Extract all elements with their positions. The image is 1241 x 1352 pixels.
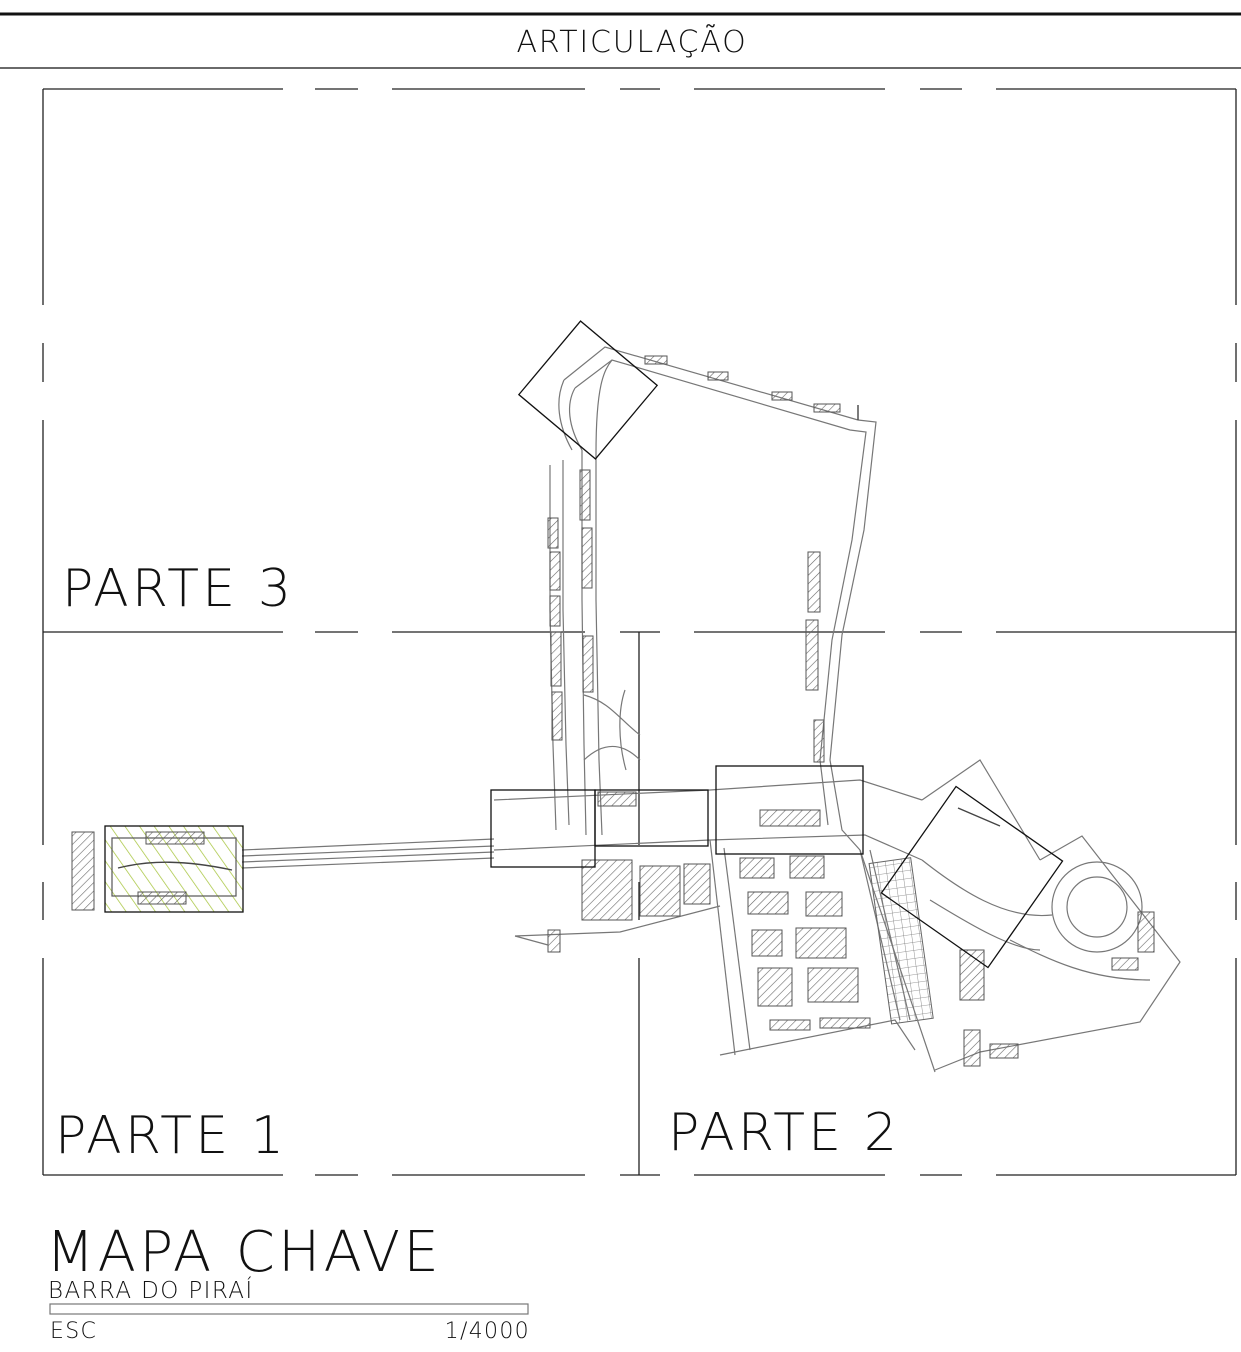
- detail-frames: [490, 320, 1064, 969]
- articulation-title: ARTICULAÇÃO: [516, 23, 747, 60]
- main-road-loop: [549, 346, 877, 851]
- scale-value: 1/4000: [445, 1319, 530, 1344]
- scale-label: ESC: [50, 1319, 97, 1344]
- part-3-label: PARTE 3: [62, 559, 294, 619]
- part-1-label: PARTE 1: [55, 1106, 287, 1166]
- central-urban-blocks: [493, 779, 934, 1056]
- sheet-division-frame: [42, 88, 1237, 1176]
- header-band: ARTICULAÇÃO: [0, 12, 1241, 69]
- scale-bar: [49, 1303, 529, 1315]
- map-legend: MAPA CHAVE BARRA DO PIRAÍ ESC 1/4000: [46, 1220, 530, 1344]
- legend-subtitle: BARRA DO PIRAÍ: [48, 1276, 254, 1304]
- loop-building-blocks: [547, 355, 841, 763]
- eastern-roundabout-area: [859, 759, 1181, 1073]
- legend-title: MAPA CHAVE: [46, 1220, 442, 1285]
- part-2-label: PARTE 2: [668, 1103, 900, 1163]
- western-road-corridor: [71, 825, 495, 913]
- site-plan-drawing: [71, 346, 1181, 1073]
